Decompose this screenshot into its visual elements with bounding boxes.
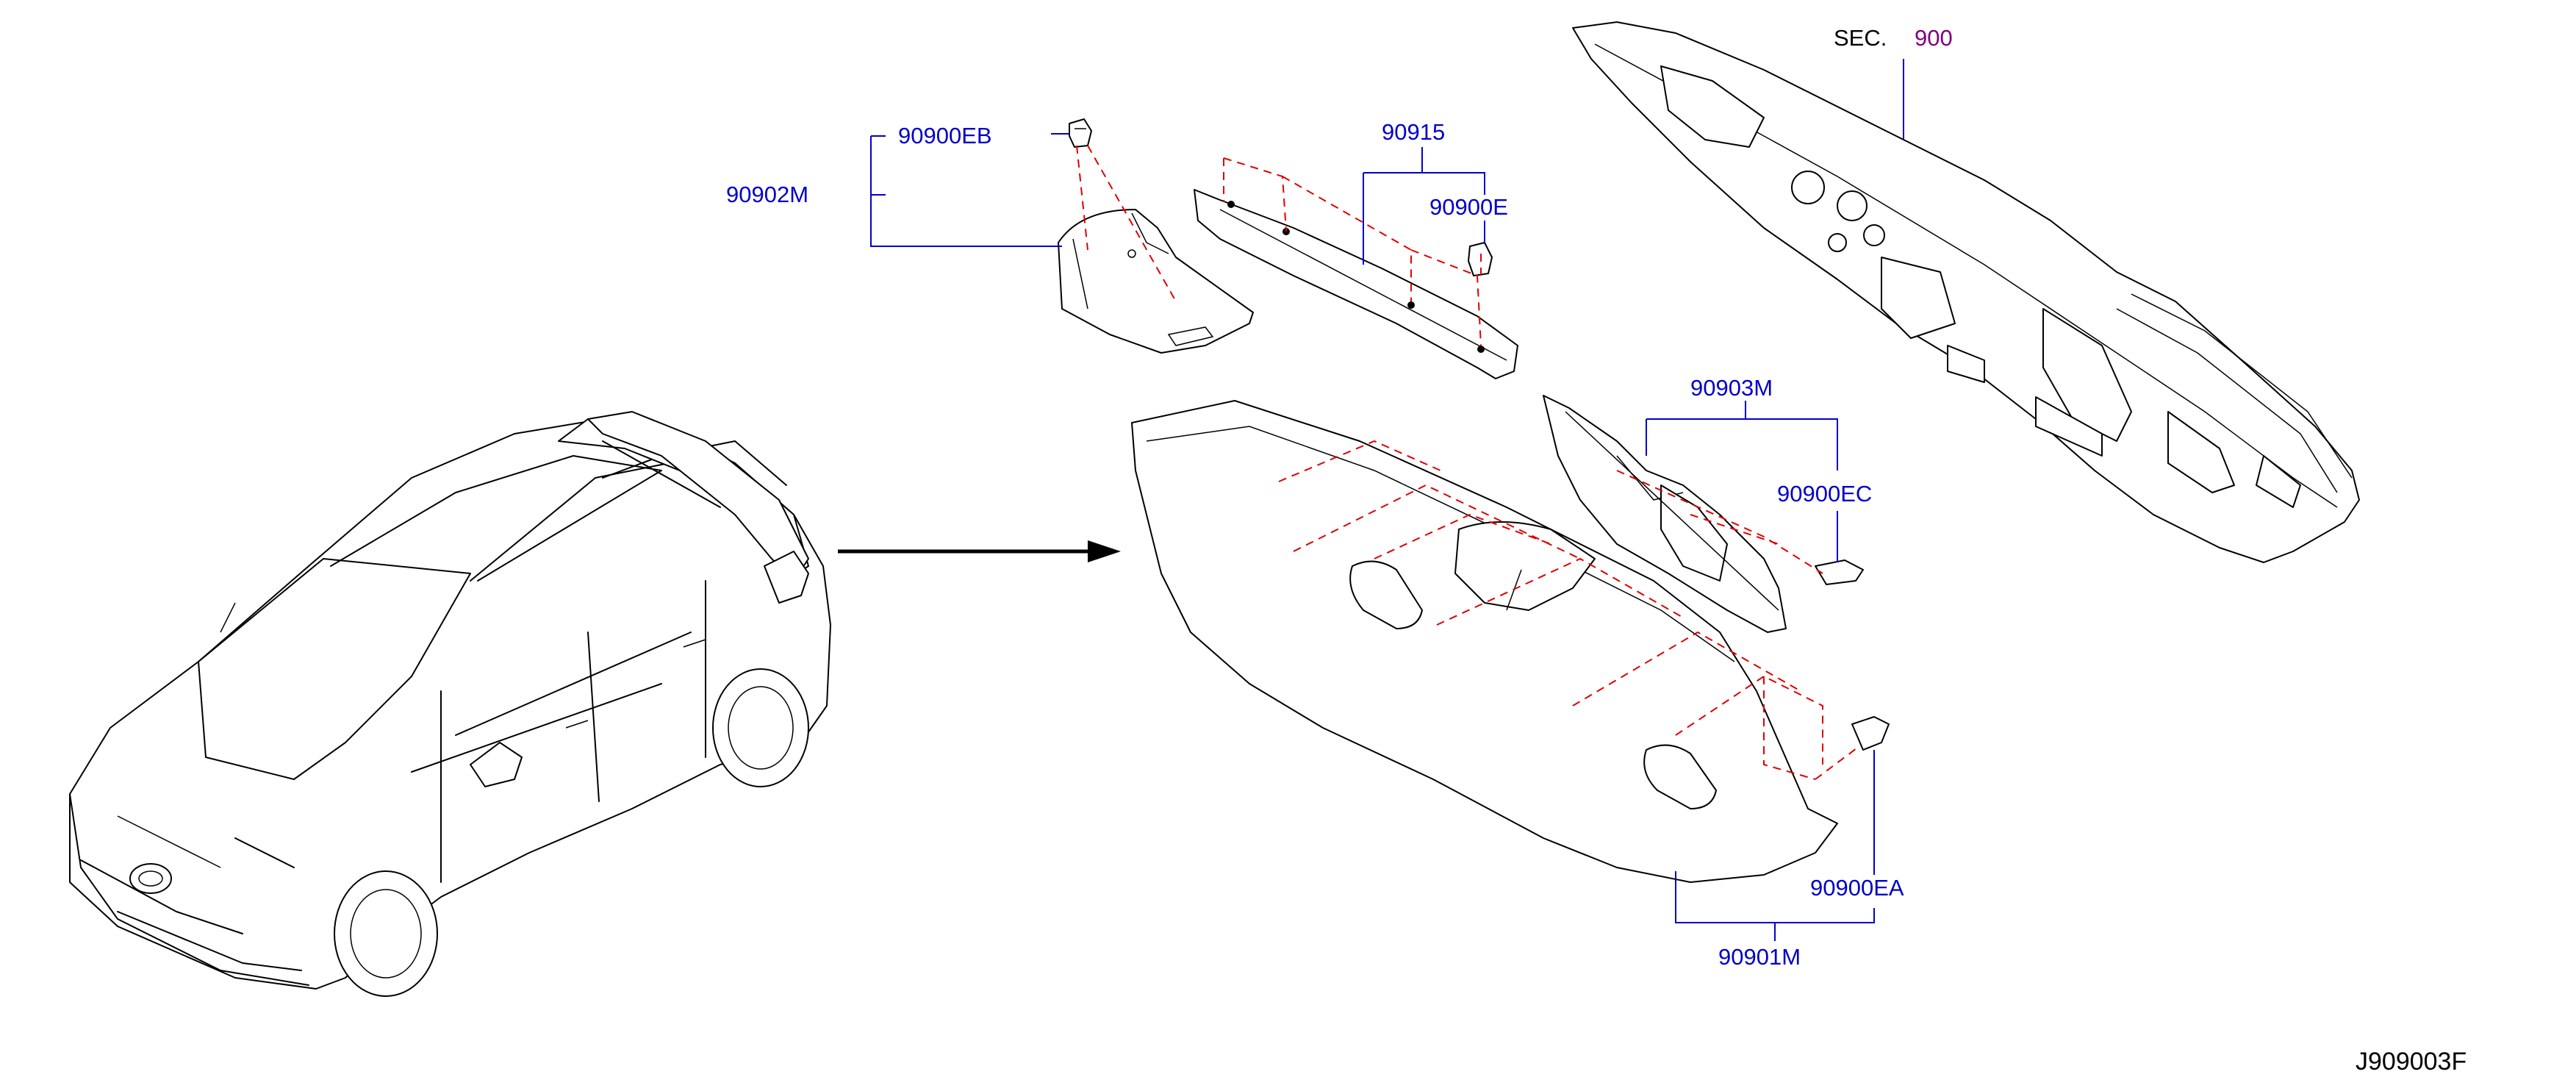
diagram-code-label: J909003F bbox=[2356, 1048, 2466, 1076]
part-90915-trim-strip bbox=[1194, 189, 1518, 379]
section-900-body-panel bbox=[1572, 21, 2360, 563]
part-label-90901M: 90901M bbox=[1718, 944, 1801, 970]
part-90903M-pillar-trim bbox=[1543, 395, 1787, 633]
part-label-90900EA: 90900EA bbox=[1810, 875, 1904, 901]
section-number-label: 900 bbox=[1915, 25, 1953, 51]
part-90901M-side-trim bbox=[1131, 400, 1838, 883]
clip-90900EB bbox=[1069, 118, 1092, 148]
clip-90900EA bbox=[1851, 716, 1890, 751]
direction-arrow bbox=[838, 540, 1121, 562]
part-label-90903M: 90903M bbox=[1690, 375, 1773, 401]
part-90902M-corner-trim bbox=[1058, 209, 1254, 354]
part-label-90900EB: 90900EB bbox=[898, 123, 992, 149]
phantom-lines bbox=[1076, 145, 1860, 780]
vehicle-illustration bbox=[69, 411, 831, 997]
labels: SEC. 900 90902M 90900EB 90915 90900E 909… bbox=[726, 25, 2466, 1076]
part-label-90915: 90915 bbox=[1382, 119, 1445, 145]
part-label-90902M: 90902M bbox=[726, 182, 808, 207]
leader-lines bbox=[870, 59, 1904, 941]
section-prefix-label: SEC. bbox=[1834, 25, 1887, 51]
clip-90900EC bbox=[1815, 559, 1864, 585]
part-label-90900EC: 90900EC bbox=[1777, 481, 1872, 507]
part-label-90900E: 90900E bbox=[1429, 194, 1508, 220]
